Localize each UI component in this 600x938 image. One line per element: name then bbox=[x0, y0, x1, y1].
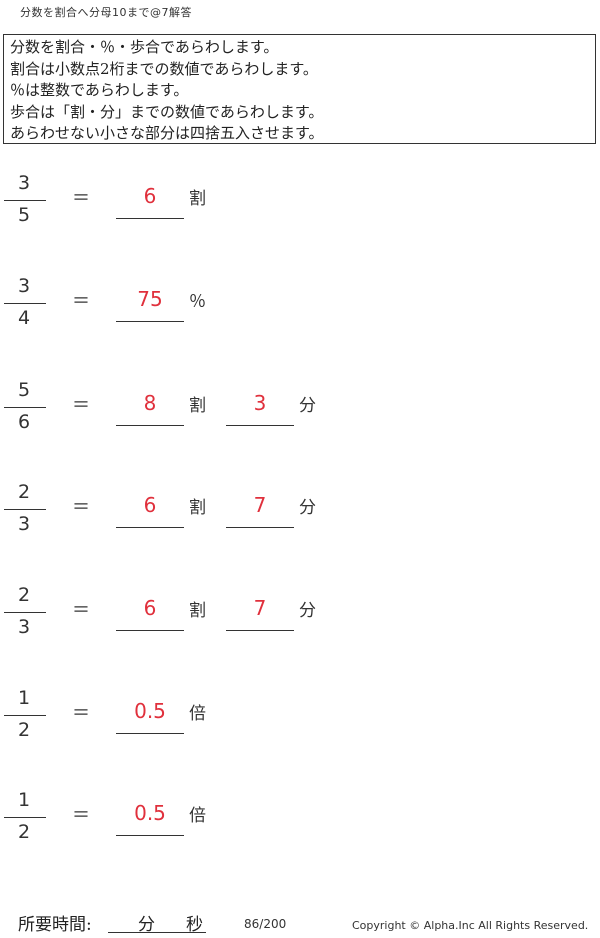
answer-value: 6 bbox=[143, 184, 157, 208]
equals-sign: ＝ bbox=[72, 600, 90, 621]
fraction-bar bbox=[4, 715, 46, 716]
time-required-label: 所要時間: bbox=[18, 915, 92, 935]
answer-unit-secondary: 分 bbox=[299, 396, 316, 416]
numerator: 2 bbox=[17, 481, 31, 503]
fraction-bar bbox=[4, 303, 46, 304]
minutes-unit: 分 bbox=[138, 915, 155, 935]
numerator: 1 bbox=[17, 687, 31, 709]
denominator: 6 bbox=[17, 411, 31, 433]
answer-unit: ％ bbox=[189, 292, 206, 312]
answer-value: 0.5 bbox=[134, 801, 166, 825]
answer-unit: 倍 bbox=[189, 704, 206, 724]
answer-value: 8 bbox=[143, 391, 157, 415]
answer-value: 75 bbox=[137, 287, 163, 311]
instructions-box: 分数を割合・％・歩合であらわします。 割合は小数点2桁までの数値であらわします。… bbox=[3, 34, 596, 144]
answer-unit: 割 bbox=[189, 601, 206, 621]
copyright-notice: Copyright © Alpha.Inc All Rights Reserve… bbox=[352, 919, 589, 932]
answer-value-secondary: 3 bbox=[253, 391, 267, 415]
page-number: 86/200 bbox=[244, 917, 287, 931]
time-required-blank: 分 秒 bbox=[108, 910, 206, 935]
problem-row: 1 2 ＝ 0.5 倍 bbox=[0, 687, 600, 767]
answer-blank bbox=[116, 218, 184, 219]
problem-row: 2 3 ＝ 6 割 7 分 bbox=[0, 584, 600, 664]
answer-unit-secondary: 分 bbox=[299, 601, 316, 621]
numerator: 3 bbox=[17, 275, 31, 297]
seconds-unit: 秒 bbox=[186, 915, 203, 935]
answer-unit: 割 bbox=[189, 396, 206, 416]
equals-sign: ＝ bbox=[72, 395, 90, 416]
fraction-bar bbox=[4, 200, 46, 201]
problem-row: 1 2 ＝ 0.5 倍 bbox=[0, 789, 600, 869]
denominator: 2 bbox=[17, 821, 31, 843]
equals-sign: ＝ bbox=[72, 291, 90, 312]
answer-value-secondary: 7 bbox=[253, 493, 267, 517]
problem-row: 3 4 ＝ 75 ％ bbox=[0, 275, 600, 355]
denominator: 5 bbox=[17, 204, 31, 226]
denominator: 3 bbox=[17, 616, 31, 638]
answer-blank-secondary bbox=[226, 527, 294, 528]
denominator: 2 bbox=[17, 719, 31, 741]
equals-sign: ＝ bbox=[72, 497, 90, 518]
problem-row: 3 5 ＝ 6 割 bbox=[0, 172, 600, 252]
answer-unit: 割 bbox=[189, 189, 206, 209]
answer-blank-secondary bbox=[226, 425, 294, 426]
numerator: 1 bbox=[17, 789, 31, 811]
answer-value: 6 bbox=[143, 596, 157, 620]
fraction-bar bbox=[4, 509, 46, 510]
instruction-line: あらわせない小さな部分は四捨五入させます。 bbox=[10, 124, 324, 142]
equals-sign: ＝ bbox=[72, 703, 90, 724]
instruction-line: ％は整数であらわします。 bbox=[10, 81, 189, 99]
answer-unit: 倍 bbox=[189, 806, 206, 826]
numerator: 3 bbox=[17, 172, 31, 194]
problem-row: 5 6 ＝ 8 割 3 分 bbox=[0, 379, 600, 459]
answer-blank bbox=[116, 527, 184, 528]
answer-value: 0.5 bbox=[134, 699, 166, 723]
problem-row: 2 3 ＝ 6 割 7 分 bbox=[0, 481, 600, 561]
answer-blank bbox=[116, 733, 184, 734]
instruction-line: 割合は小数点2桁までの数値であらわします。 bbox=[10, 59, 318, 78]
fraction-bar bbox=[4, 407, 46, 408]
fraction-bar bbox=[4, 817, 46, 818]
answer-blank-secondary bbox=[226, 630, 294, 631]
numerator: 2 bbox=[17, 584, 31, 606]
answer-blank bbox=[116, 630, 184, 631]
denominator: 3 bbox=[17, 513, 31, 535]
instruction-line: 分数を割合・％・歩合であらわします。 bbox=[10, 38, 279, 56]
equals-sign: ＝ bbox=[72, 805, 90, 826]
answer-value-secondary: 7 bbox=[253, 596, 267, 620]
answer-unit: 割 bbox=[189, 498, 206, 518]
answer-blank bbox=[116, 835, 184, 836]
answer-value: 6 bbox=[143, 493, 157, 517]
answer-unit-secondary: 分 bbox=[299, 498, 316, 518]
worksheet-title: 分数を割合へ分母10まで@7解答 bbox=[20, 6, 192, 19]
answer-blank bbox=[116, 321, 184, 322]
denominator: 4 bbox=[17, 307, 31, 329]
instruction-line: 歩合は「割・分」までの数値であらわします。 bbox=[10, 102, 324, 121]
answer-blank bbox=[116, 425, 184, 426]
fraction-bar bbox=[4, 612, 46, 613]
equals-sign: ＝ bbox=[72, 188, 90, 209]
numerator: 5 bbox=[17, 379, 31, 401]
